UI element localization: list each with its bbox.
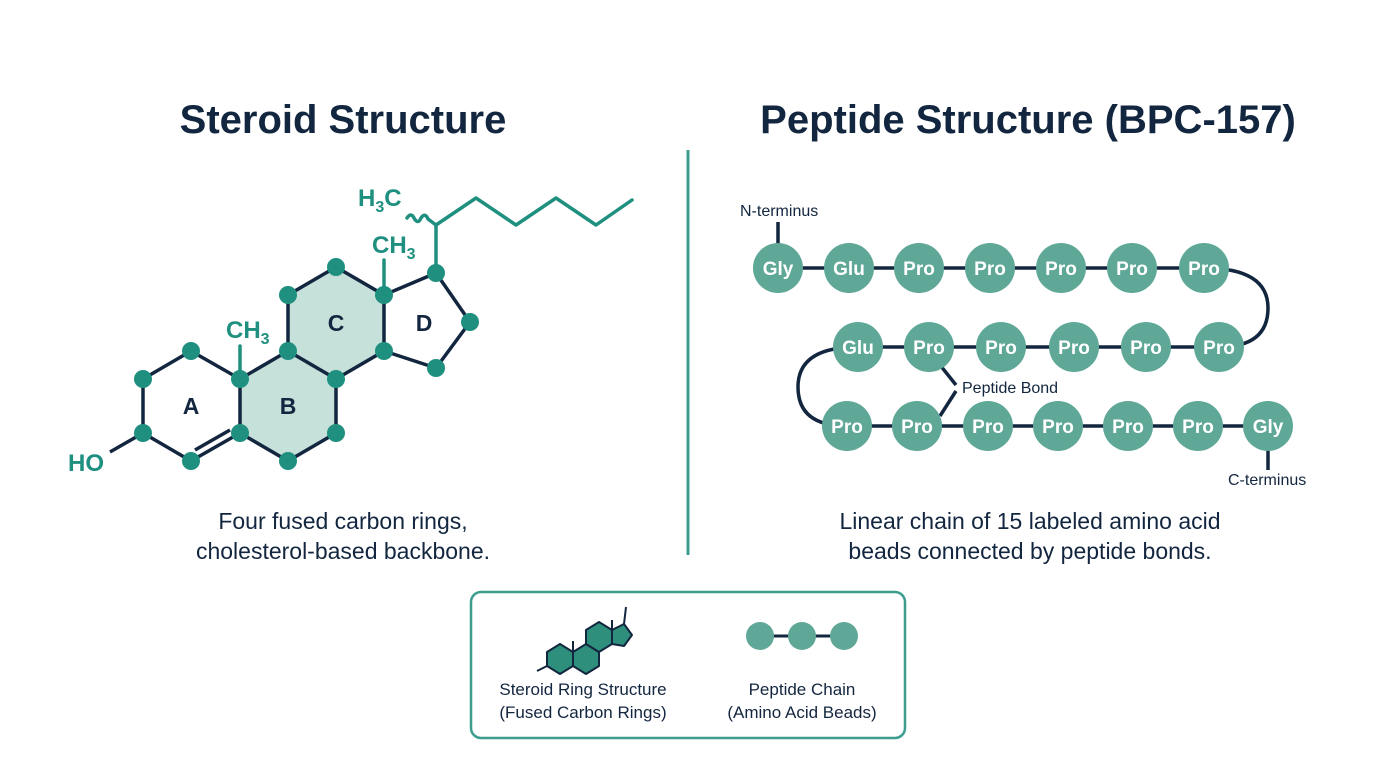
ch3-group-lower: CH3 <box>226 317 270 348</box>
bead-circle <box>1173 401 1223 451</box>
n-terminus-label: N-terminus <box>740 203 818 220</box>
amino-acid-bead: Pro <box>894 243 944 293</box>
amino-acid-bead: Pro <box>963 401 1013 451</box>
bead-label: Pro <box>1058 338 1090 359</box>
bead-circle <box>1049 322 1099 372</box>
bead-circle <box>833 322 883 372</box>
amino-acid-bead: Pro <box>965 243 1015 293</box>
bead-circle <box>753 243 803 293</box>
bead-circle <box>1036 243 1086 293</box>
bead-label: Glu <box>842 338 874 359</box>
ring-c-fill <box>288 267 384 379</box>
steroid-title: Steroid Structure <box>180 98 507 142</box>
bead-label: Pro <box>1130 338 1162 359</box>
steroid-caption-line1: Four fused carbon rings, <box>218 508 467 534</box>
amino-acid-bead: Pro <box>1049 322 1099 372</box>
amino-acid-bead: Gly <box>753 243 803 293</box>
amino-acid-bead: Pro <box>1036 243 1086 293</box>
bead-label: Pro <box>985 338 1017 359</box>
steroid-legend-icon <box>536 606 633 675</box>
bead-label: Pro <box>1203 338 1235 359</box>
amino-acid-bead: Pro <box>1103 401 1153 451</box>
peptide-bond-label: Peptide Bond <box>962 380 1058 397</box>
legend-steroid-label-line2: (Fused Carbon Rings) <box>499 703 666 722</box>
legend-peptide-label-line2: (Amino Acid Beads) <box>727 703 876 722</box>
steroid-molecule: A B C D H3C CH3 CH3 HO <box>68 185 634 477</box>
bead-label: Pro <box>1188 259 1220 280</box>
amino-acid-bead: Pro <box>892 401 942 451</box>
bead-label: Gly <box>763 259 794 280</box>
bead-circle <box>1121 322 1171 372</box>
ho-group: HO <box>68 450 104 477</box>
steroid-caption-line2: cholesterol-based backbone. <box>196 538 490 564</box>
bead-label: Pro <box>831 417 863 438</box>
bead-label: Pro <box>974 259 1006 280</box>
amino-acid-bead: Pro <box>1194 322 1244 372</box>
amino-acid-bead: Glu <box>833 322 883 372</box>
legend-peptide-label-line1: Peptide Chain <box>749 680 856 699</box>
peptide-legend-icon <box>746 622 858 650</box>
bead-circle <box>1194 322 1244 372</box>
bead-circle <box>824 243 874 293</box>
bead-label: Pro <box>913 338 945 359</box>
legend-steroid-label-line1: Steroid Ring Structure <box>499 680 666 699</box>
bead-label: Gly <box>1253 417 1284 438</box>
peptide-caption-line1: Linear chain of 15 labeled amino acid <box>839 508 1220 534</box>
bead-label: Pro <box>1045 259 1077 280</box>
ring-label-b: B <box>280 393 297 419</box>
amino-acid-bead: Pro <box>1107 243 1157 293</box>
steroid-atoms <box>134 258 479 470</box>
amino-acid-bead: Pro <box>1173 401 1223 451</box>
ring-label-d: D <box>416 310 433 336</box>
bead-circle <box>1103 401 1153 451</box>
bead-label: Pro <box>1182 417 1214 438</box>
amino-acid-bead: Pro <box>976 322 1026 372</box>
amino-acid-bead: Pro <box>822 401 872 451</box>
amino-acid-bead: Gly <box>1243 401 1293 451</box>
bead-circle <box>894 243 944 293</box>
bead-row-3: Pro Pro Pro Pro Pro Pro Gly <box>822 401 1293 451</box>
bead-label: Pro <box>1042 417 1074 438</box>
bead-circle <box>1243 401 1293 451</box>
bead-row-2: Glu Pro Pro Pro Pro Pro <box>833 322 1244 372</box>
bead-circle <box>1107 243 1157 293</box>
bead-circle <box>822 401 872 451</box>
ch3-group-upper: CH3 <box>372 232 416 263</box>
bead-row-1: Gly Glu Pro Pro Pro Pro Pro <box>753 243 1229 293</box>
amino-acid-bead: Glu <box>824 243 874 293</box>
ring-b-fill <box>240 351 336 461</box>
bead-label: Pro <box>972 417 1004 438</box>
amino-acid-bead: Pro <box>1033 401 1083 451</box>
bead-label: Glu <box>833 259 865 280</box>
bead-circle <box>1179 243 1229 293</box>
h3c-group: H3C <box>358 185 402 216</box>
bead-circle <box>892 401 942 451</box>
bead-circle <box>1033 401 1083 451</box>
amino-acid-bead: Pro <box>1179 243 1229 293</box>
bead-circle <box>904 322 954 372</box>
c-terminus-label: C-terminus <box>1228 472 1306 489</box>
ring-label-a: A <box>183 393 200 419</box>
amino-acid-bead: Pro <box>904 322 954 372</box>
bead-label: Pro <box>1112 417 1144 438</box>
bead-circle <box>976 322 1026 372</box>
bead-label: Pro <box>1116 259 1148 280</box>
peptide-caption-line2: beads connected by peptide bonds. <box>848 538 1211 564</box>
legend-box: Steroid Ring Structure (Fused Carbon Rin… <box>469 590 907 740</box>
bead-label: Pro <box>901 417 933 438</box>
peptide-title: Peptide Structure (BPC-157) <box>760 98 1296 142</box>
bead-circle <box>965 243 1015 293</box>
ring-label-c: C <box>328 310 345 336</box>
bead-circle <box>963 401 1013 451</box>
amino-acid-bead: Pro <box>1121 322 1171 372</box>
bead-label: Pro <box>903 259 935 280</box>
